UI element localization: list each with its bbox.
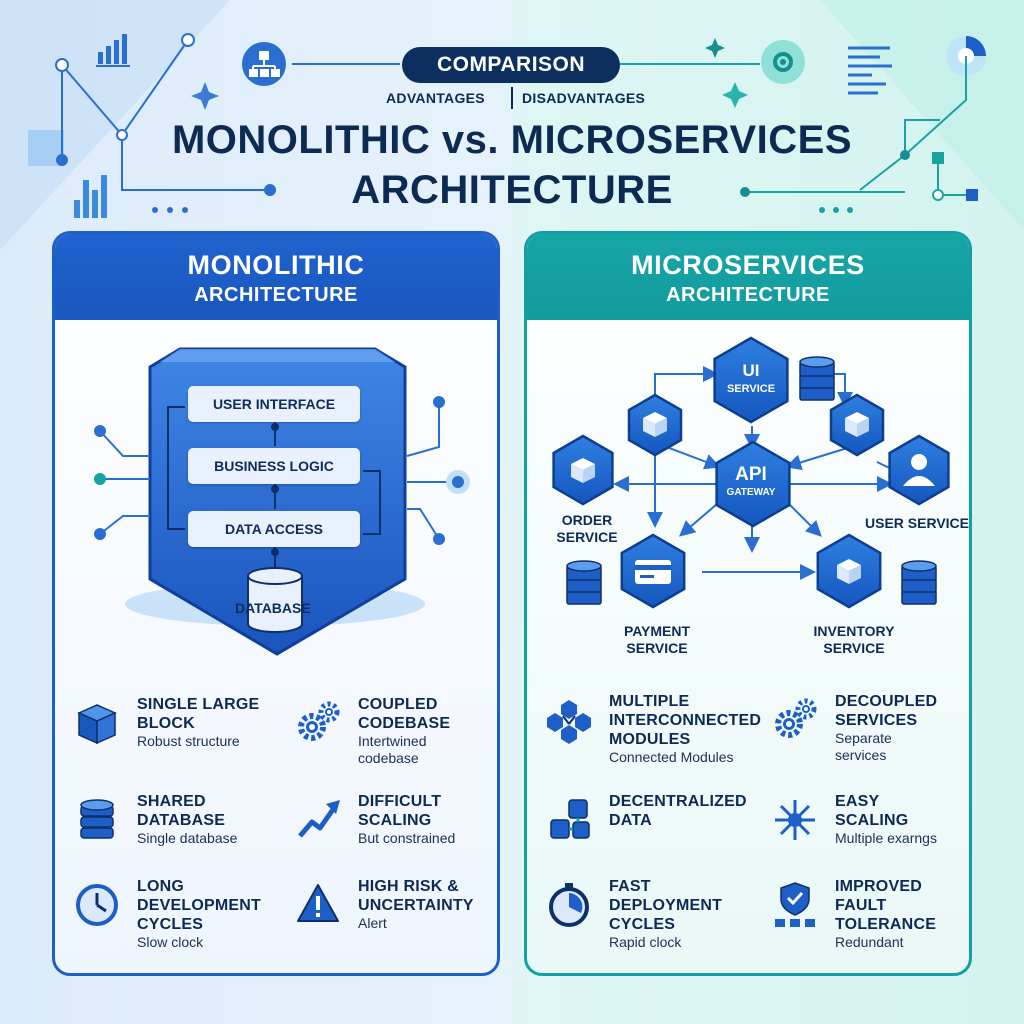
feature-title: EASY <box>835 793 880 810</box>
database-label: DATABASE <box>235 600 311 616</box>
inventory-service-label: INVENTORY SERVICE <box>813 623 895 656</box>
monolithic-heading: MONOLITHIC <box>187 250 365 280</box>
feature-subtitle: Single database <box>137 830 238 846</box>
feature-title: MULTIPLE <box>609 693 690 710</box>
gears-icon <box>298 701 340 741</box>
api-gateway-label: API GATEWAY <box>726 464 776 498</box>
feature-subtitle: Intertwined <box>358 733 427 749</box>
feature-title: UNCERTAINTY <box>358 897 474 914</box>
distributed-db-icon <box>550 799 590 839</box>
feature-title: INTERCONNECTED <box>609 712 762 729</box>
user-service-label: USER SERVICE <box>865 515 969 531</box>
order-service-label: ORDER SERVICE <box>556 512 618 545</box>
layer-user-interface: USER INTERFACE <box>188 386 360 422</box>
monolithic-header: MONOLITHIC ARCHITECTURE <box>55 234 497 320</box>
feature-subtitle: codebase <box>358 750 419 766</box>
feature-subtitle: Robust structure <box>137 733 240 749</box>
comparison-badge: COMPARISON <box>402 47 620 83</box>
feature-title: DATABASE <box>137 812 226 829</box>
feature-title: TOLERANCE <box>835 916 937 933</box>
cube-icon <box>77 704 117 745</box>
feature-title: COUPLED <box>358 696 438 713</box>
gears-icon <box>775 698 817 738</box>
warning-icon <box>297 884 339 922</box>
api-gateway-hexagon <box>715 440 791 528</box>
page-title-line1: MONOLITHIC vs. MICROSERVICES <box>171 118 852 162</box>
feature-title: DEPLOYMENT <box>609 897 723 914</box>
modules-icon <box>547 700 591 744</box>
package-icon <box>837 559 861 584</box>
arrow-api-payment <box>678 503 718 537</box>
monolithic-panel: MONOLITHIC ARCHITECTURE USER INTERFACE B… <box>52 231 500 976</box>
feature-title: CYCLES <box>609 916 676 933</box>
microservices-heading: MICROSERVICES <box>631 250 865 280</box>
page-title-line2: ARCHITECTURE <box>351 168 673 212</box>
feature-title: DECENTRALIZED <box>609 793 747 810</box>
feature-title: IMPROVED <box>835 878 922 895</box>
feature-title: SINGLE LARGE <box>137 696 260 713</box>
feature-title: DIFFICULT <box>358 793 442 810</box>
feature-title: SHARED <box>137 793 206 810</box>
monolithic-subheading: ARCHITECTURE <box>194 284 358 306</box>
inventory-service-database-icon <box>901 560 937 605</box>
disadvantages-label: DISADVANTAGES <box>522 90 646 106</box>
feature-title: SERVICES <box>835 712 918 729</box>
feature-title: DECOUPLED <box>835 693 938 710</box>
monolithic-diagram <box>94 347 470 656</box>
shield-network-icon <box>775 882 815 927</box>
package-icon <box>643 412 667 437</box>
payment-service-database-icon <box>566 560 602 605</box>
layer-business-logic: BUSINESS LOGIC <box>188 448 360 484</box>
feature-subtitle: Redundant <box>835 934 904 950</box>
microservices-diagram <box>552 336 950 609</box>
feature-title: LONG <box>137 878 185 895</box>
feature-subtitle: Slow clock <box>137 934 204 950</box>
clock-icon <box>76 884 118 926</box>
feature-title: SCALING <box>358 812 432 829</box>
feature-title: FAST <box>609 878 651 895</box>
advantages-label: ADVANTAGES <box>386 90 485 106</box>
package-icon <box>571 458 595 483</box>
feature-title: MODULES <box>609 731 691 748</box>
ui-service-label: UI SERVICE <box>726 361 776 396</box>
layer-data-access: DATA ACCESS <box>188 511 360 547</box>
microservices-subheading: ARCHITECTURE <box>666 284 830 306</box>
feature-subtitle: services <box>835 747 887 763</box>
feature-subtitle: Multiple exarngs <box>835 830 937 846</box>
feature-title: BLOCK <box>137 715 195 732</box>
header-separator <box>511 87 513 109</box>
user-icon <box>903 454 935 486</box>
scale-arrows-icon <box>775 800 815 840</box>
feature-title: FAULT <box>835 897 887 914</box>
feature-subtitle: Rapid clock <box>609 934 682 950</box>
ui-service-database-icon <box>799 356 835 401</box>
feature-subtitle: Separate <box>835 730 892 746</box>
credit-card-icon <box>635 560 671 584</box>
feature-title: DATA <box>609 812 652 829</box>
package-icon <box>845 412 869 437</box>
stopwatch-icon <box>549 883 589 927</box>
ui-service-hexagon <box>713 336 789 424</box>
feature-title: DEVELOPMENT <box>137 897 261 914</box>
monolith-database-icon <box>247 567 303 633</box>
arrow-api-inventory <box>788 503 822 537</box>
microservices-panel: MICROSERVICES ARCHITECTURE UI SERVICE AP… <box>524 231 972 976</box>
feature-subtitle: Alert <box>358 915 387 931</box>
feature-title: CODEBASE <box>358 715 451 732</box>
trend-arrow-icon <box>298 800 340 838</box>
feature-subtitle: Connected Modules <box>609 749 734 765</box>
feature-title: SCALING <box>835 812 909 829</box>
microservices-header: MICROSERVICES ARCHITECTURE <box>527 234 969 320</box>
feature-subtitle: But constrained <box>358 830 456 846</box>
payment-service-label: PAYMENT SERVICE <box>623 623 691 656</box>
database-icon <box>80 799 114 839</box>
feature-title: HIGH RISK & <box>358 878 459 895</box>
feature-title: CYCLES <box>137 916 204 933</box>
